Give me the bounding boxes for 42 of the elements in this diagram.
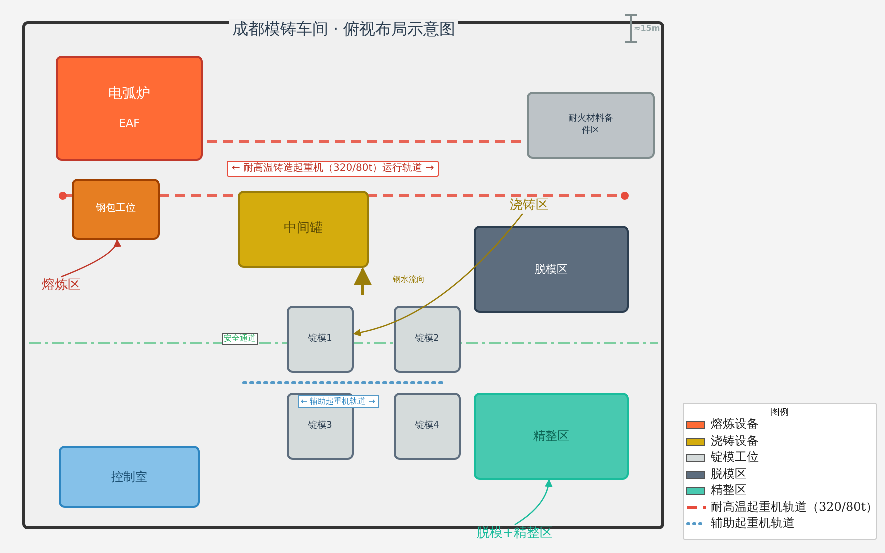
control-room-box [59,446,200,508]
rail-label: ← 辅助起重机轨道 → [298,395,378,408]
tundish-box [238,191,369,268]
box-label: 锭模3 [308,420,332,432]
leader-line [61,239,120,278]
legend-title: 图例 [771,407,789,419]
legend-label: 锭模工位 [711,450,759,465]
legend-label: 浇铸设备 [711,434,759,448]
zone-label: 脱模+精整区 [477,525,553,542]
box-label: 中间罐 [284,221,323,238]
box-label: EAF [119,117,140,132]
box-label: 钢包工位 [96,203,136,216]
edge-label: 钢水流向 [392,274,426,285]
zone-label: 熔炼区 [42,277,81,294]
ingot-mold-box [394,393,461,460]
storage-box [527,92,655,159]
leader-line [353,214,524,336]
ladle-station-box [72,179,160,240]
legend-label: 辅助起重机轨道 [711,516,795,531]
box-label: 脱模区 [535,262,568,276]
legend-label: 熔炼设备 [711,417,759,432]
furnace-box [56,56,203,161]
ingot-mold-box [394,306,461,373]
scale-label: ≈15m [634,24,660,33]
finishing-zone-box [474,393,629,480]
box-label: 控制室 [112,470,148,484]
box-label: 锭模4 [416,420,440,432]
legend-label: 精整区 [711,483,747,498]
leader-line [514,479,552,526]
box-label: 锭模2 [416,334,440,346]
box-label: 锭模1 [308,334,332,346]
legend-label: 耐高温起重机轨道（320/80t） [711,500,878,514]
legend-label: 脱模区 [711,466,747,482]
walkway-label: 安全通道 [222,333,258,345]
box-label: 耐火材料备件区 [568,114,614,137]
flow-arrow [354,267,372,295]
stripping-zone-box [474,226,629,313]
rail-label: ← 耐高温铸造起重机（320/80t）运行轨道 → [227,161,440,177]
zone-label: 浇铸区 [510,197,549,214]
ingot-mold-box [287,306,354,373]
box-label: 精整区 [534,429,570,444]
box-label: 电弧炉 [108,86,150,104]
